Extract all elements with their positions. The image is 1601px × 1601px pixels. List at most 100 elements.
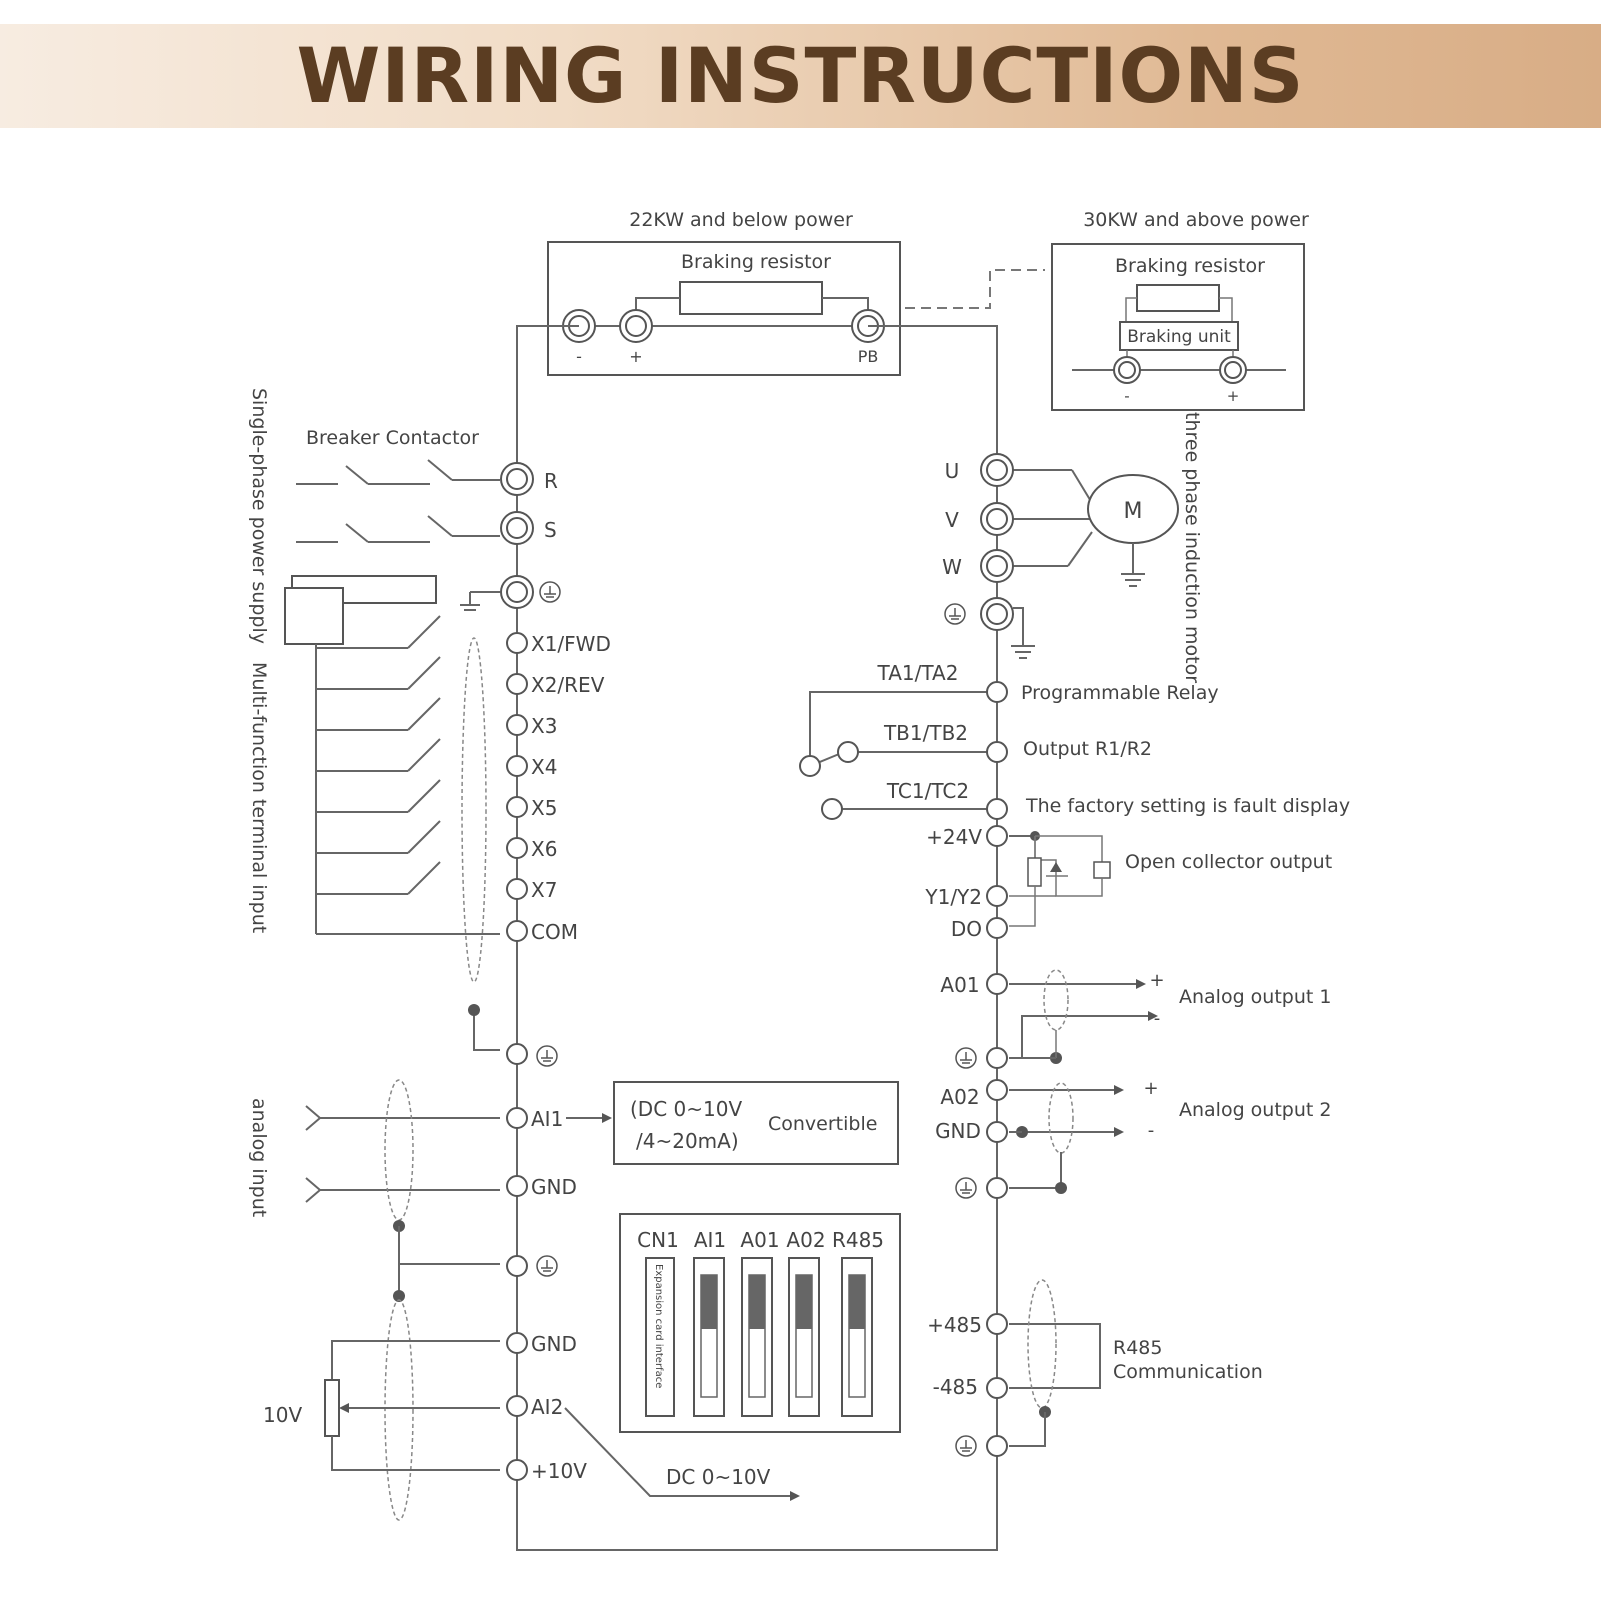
ai1-label: AI1 (531, 1107, 563, 1131)
terminal-gnd-1 (506, 1175, 528, 1197)
cn1-label: CN1 (637, 1228, 679, 1252)
pb-label: PB (858, 347, 879, 366)
high-power-braking-group: 30KW and above power Braking resistor Br… (1051, 209, 1309, 411)
title-banner: WIRING INSTRUCTIONS (0, 24, 1601, 128)
motor-outputs: M (1011, 469, 1179, 659)
supply-module (284, 587, 344, 645)
x6-label: X6 (531, 837, 557, 861)
unit-plus-label: + (1227, 387, 1240, 405)
ao1-minus: - (1154, 1008, 1161, 1029)
x3-label: X3 (531, 714, 557, 738)
terminal-ground-ao (986, 1047, 1008, 1069)
ao1-plus: + (1149, 970, 1164, 991)
unit-minus-label: - (1124, 387, 1129, 405)
x2-label: X2/REV (531, 673, 605, 697)
r-label: R (544, 469, 558, 493)
terminal-x7 (506, 878, 528, 900)
potentiometer (324, 1379, 340, 1437)
ta-label: TA1/TA2 (877, 661, 959, 685)
terminal-10v (506, 1459, 528, 1481)
expansion-label: Expansion card interface (653, 1264, 664, 1388)
u-label: U (945, 459, 960, 483)
pot-voltage-label: 10V (263, 1403, 302, 1427)
x4-label: X4 (531, 755, 557, 779)
ao2-plus: + (1143, 1078, 1158, 1099)
tb-label: TB1/TB2 (883, 721, 968, 745)
terminal-minus485 (986, 1377, 1008, 1399)
terminal-ground-ao2 (986, 1177, 1008, 1199)
minus-label: - (576, 347, 582, 366)
programmable-relay-label: Programmable Relay (1021, 682, 1219, 704)
ai1-range-label: (DC 0~10V (630, 1097, 742, 1121)
x7-label: X7 (531, 878, 557, 902)
switch-a02-label: A02 (786, 1228, 825, 1252)
terminal-do (986, 917, 1008, 939)
terminal-tb (986, 741, 1008, 763)
terminal-ground-2 (506, 1043, 528, 1065)
output-r-label: Output R1/R2 (1023, 738, 1152, 760)
switch-ai1-label: AI1 (694, 1228, 726, 1252)
terminal-ai1 (506, 1107, 528, 1129)
breaker-contactor-label: Breaker Contactor (306, 427, 479, 449)
low-power-braking-group: 22KW and below power Braking resistor - … (547, 209, 901, 376)
x-terminals: X1/FWD X2/REV X3 X4 X5 X6 X7 COM (506, 632, 611, 944)
braking-resistor (679, 281, 823, 315)
terminal-ground-3 (506, 1255, 528, 1277)
ai1-range-label-2: /4~20mA) (636, 1129, 739, 1153)
expansion-card-slot (645, 1257, 675, 1417)
terminal-x5 (506, 796, 528, 818)
pot-shield (384, 1299, 414, 1521)
gnd-right-label: GND (935, 1119, 981, 1143)
switch-r485-label: R485 (832, 1228, 884, 1252)
analog-output-1-label: Analog output 1 (1179, 986, 1331, 1008)
ground-icon (536, 1045, 558, 1067)
open-collector-label: Open collector output (1125, 851, 1332, 873)
single-phase-supply-label: Single-phase power supply (248, 388, 270, 644)
analog-input-wiring (305, 1079, 500, 1296)
page-title: WIRING INSTRUCTIONS (296, 31, 1305, 120)
ai2-label: AI2 (531, 1395, 563, 1419)
input-switches (316, 615, 441, 895)
communication-label: Communication (1113, 1361, 1263, 1383)
plus485-label: +485 (927, 1313, 982, 1337)
analog-output-wiring (1009, 969, 1158, 1194)
ground-icon (539, 581, 561, 603)
minus485-label: -485 (933, 1375, 978, 1399)
x5-label: X5 (531, 796, 557, 820)
plus24v-label: +24V (926, 825, 982, 849)
factory-setting-label: The factory setting is fault display (1025, 795, 1350, 817)
terminal-tc (986, 798, 1008, 820)
main-bus (516, 325, 998, 1551)
x1-label: X1/FWD (531, 632, 611, 656)
relay-outputs (799, 691, 987, 820)
plus10v-label: +10V (531, 1459, 587, 1483)
s-label: S (544, 518, 557, 542)
braking-resistor-label: Braking resistor (681, 251, 831, 273)
com-label: COM (531, 920, 578, 944)
convertible-label: Convertible (768, 1113, 877, 1135)
motor-type-label: three phase induction motor (1181, 412, 1203, 683)
terminal-y1y2 (986, 885, 1008, 907)
ground-icon (944, 603, 966, 625)
input-shield (461, 637, 487, 983)
braking-unit (1119, 321, 1239, 351)
potentiometer-wiring (324, 1290, 500, 1521)
ao2-minus: - (1148, 1120, 1155, 1141)
terminal-plus485 (986, 1313, 1008, 1335)
ground-icon (955, 1047, 977, 1069)
breaker-s (296, 515, 500, 543)
w-label: W (942, 555, 962, 579)
braking-resistor-2 (1136, 284, 1220, 312)
analog-input-label: analog input (248, 1098, 270, 1217)
terminal-ai2 (506, 1395, 528, 1417)
dashed-link (905, 269, 1045, 309)
v-label: V (945, 508, 959, 532)
terminal-ground-485 (986, 1435, 1008, 1457)
multi-function-input-label: Multi-function terminal input (248, 662, 270, 933)
plus-label: + (629, 347, 642, 366)
ground-icon (955, 1177, 977, 1199)
open-collector-circuit (1009, 831, 1111, 927)
terminal-x6 (506, 837, 528, 859)
r485-label: R485 (1113, 1337, 1162, 1359)
terminal-a02 (986, 1079, 1008, 1101)
